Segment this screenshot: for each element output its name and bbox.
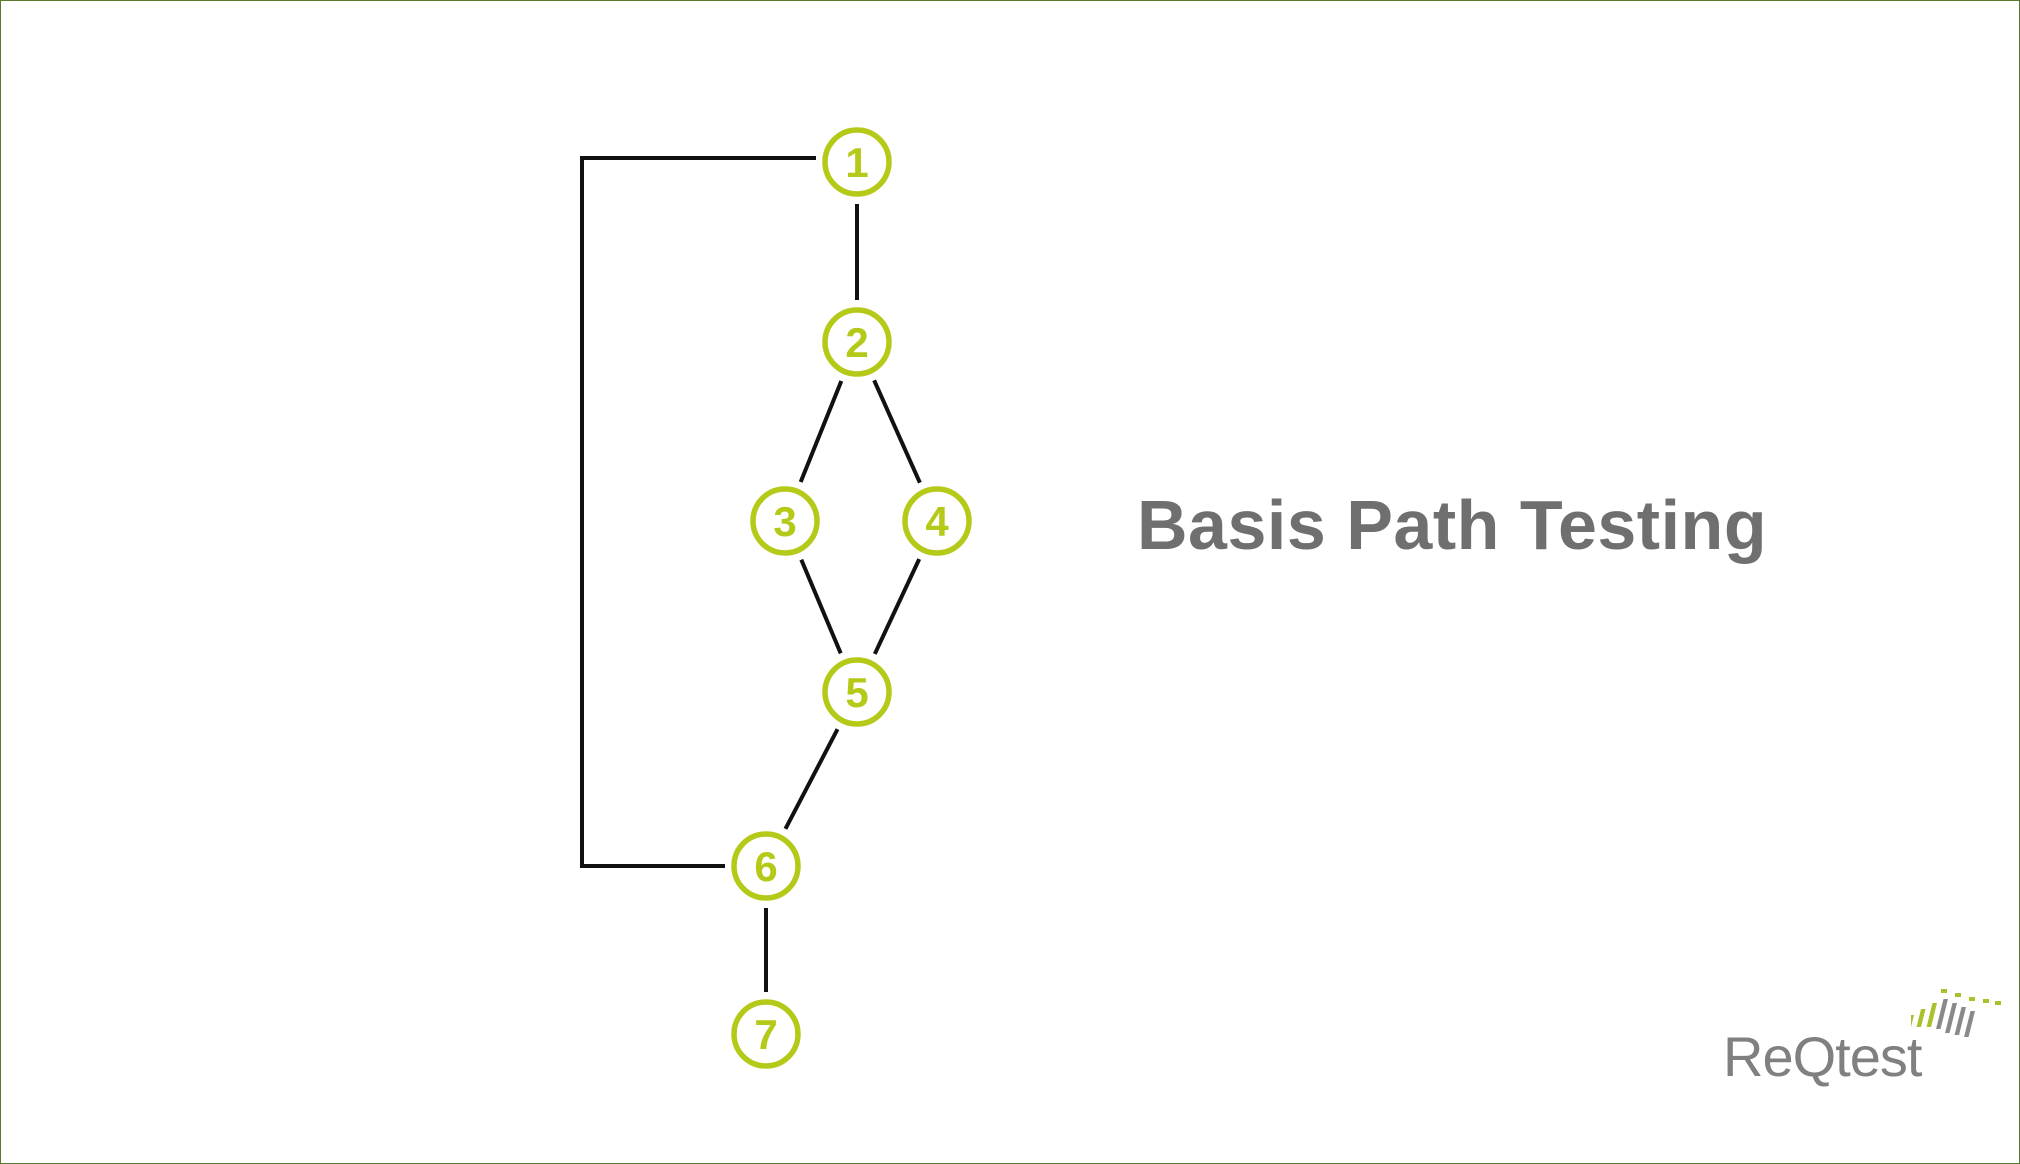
- edge-2-3: [798, 380, 844, 483]
- node-label: 5: [845, 669, 868, 716]
- node-circle: [822, 127, 892, 197]
- logo-bars-icon: [1911, 989, 2001, 1037]
- nodes-layer: 1 2 3 4 5 6 7: [731, 127, 972, 1069]
- node-circle: [731, 999, 801, 1069]
- edge-6-1: [580, 156, 816, 868]
- node-circle: [822, 307, 892, 377]
- node-circle: [822, 657, 892, 727]
- node-circle: [902, 486, 972, 556]
- node-circle: [750, 486, 820, 556]
- logo-wordmark: ReQtest: [1723, 1025, 1922, 1088]
- edge-3-5: [799, 558, 843, 655]
- edges-layer: [580, 156, 922, 992]
- node-1: 1: [822, 127, 892, 197]
- node-label: 2: [845, 319, 868, 366]
- node-label: 1: [845, 139, 868, 186]
- diagram-title: Basis Path Testing: [1137, 486, 1768, 564]
- node-7: 7: [731, 999, 801, 1069]
- reqtest-logo: ReQtest: [1723, 985, 2003, 1088]
- node-label: 4: [925, 498, 949, 545]
- node-3: 3: [750, 486, 820, 556]
- node-circle: [731, 831, 801, 901]
- edge-4-5: [872, 558, 922, 655]
- node-label: 7: [754, 1011, 777, 1058]
- node-5: 5: [822, 657, 892, 727]
- edge-5-6: [783, 728, 840, 830]
- node-label: 6: [754, 843, 777, 890]
- node-2: 2: [822, 307, 892, 377]
- edge-2-4: [872, 379, 922, 484]
- node-label: 3: [773, 498, 796, 545]
- node-6: 6: [731, 831, 801, 901]
- node-4: 4: [902, 486, 972, 556]
